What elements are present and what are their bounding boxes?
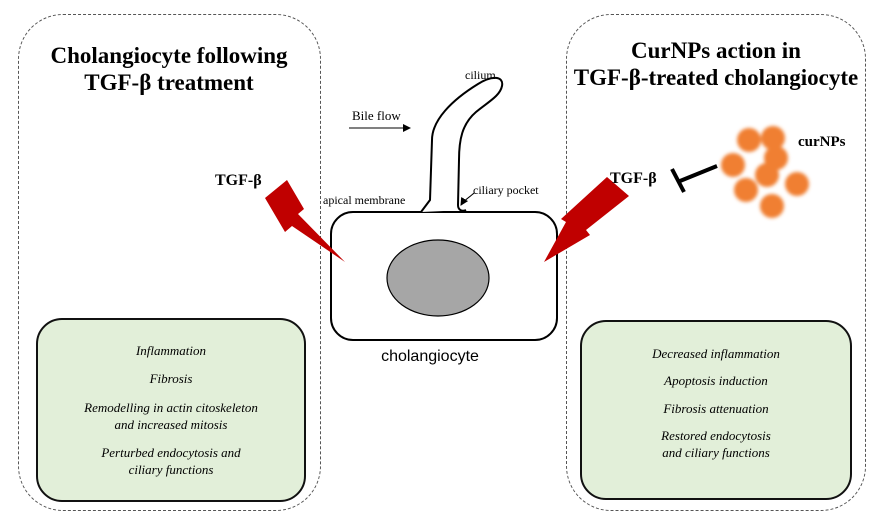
left-panel-title: Cholangiocyte following TGF-β treatment <box>50 43 288 95</box>
apical-membrane-label: apical membrane <box>323 193 406 207</box>
inhibition-bar <box>670 168 686 193</box>
effect-item: Decreased inflammation <box>652 345 780 361</box>
nanoparticle <box>734 178 758 202</box>
nanoparticle <box>737 128 761 152</box>
curcumin-nanoparticle-cluster <box>721 126 809 218</box>
tgf-effects-box: Inflammation Fibrosis Remodelling in act… <box>36 318 306 502</box>
right-panel-title: CurNPs action in TGF-β-treated cholangio… <box>573 38 859 90</box>
curnps-label: curNPs <box>798 134 846 150</box>
curnps-effects-box: Decreased inflammation Apoptosis inducti… <box>580 320 852 500</box>
ciliary-pocket-label: ciliary pocket <box>473 183 539 197</box>
nanoparticle <box>755 163 779 187</box>
bile-flow-label: Bile flow <box>352 108 401 123</box>
nanoparticle <box>785 172 809 196</box>
tgf-beta-label-left: TGF-β <box>215 172 262 189</box>
effect-item: Fibrosis <box>149 371 193 387</box>
effect-item: Inflammation <box>135 342 207 358</box>
cholangiocyte-label: cholangiocyte <box>381 348 479 365</box>
ciliary-pocket-pointer <box>460 192 475 206</box>
tgf-lightning-bolt-right <box>544 177 629 262</box>
nanoparticle <box>761 126 785 150</box>
effect-item: Restored endocytosis and ciliary functio… <box>661 428 771 461</box>
nanoparticle <box>721 153 745 177</box>
right-panel <box>566 14 866 511</box>
nanoparticle <box>760 194 784 218</box>
effect-item: Perturbed endocytosis and ciliary functi… <box>101 445 241 478</box>
cilium-label: cilium <box>465 68 496 82</box>
tgf-beta-label-right: TGF-β <box>610 170 657 187</box>
left-panel <box>18 14 321 511</box>
tgf-lightning-bolt-left <box>265 180 345 262</box>
effect-item: Remodelling in actin citoskeleton and in… <box>84 399 258 432</box>
effect-item: Fibrosis attenuation <box>663 400 769 416</box>
effect-item: Apoptosis induction <box>664 373 768 389</box>
nucleus <box>386 239 490 317</box>
cilium <box>420 76 504 213</box>
inhibition-line <box>679 164 718 183</box>
